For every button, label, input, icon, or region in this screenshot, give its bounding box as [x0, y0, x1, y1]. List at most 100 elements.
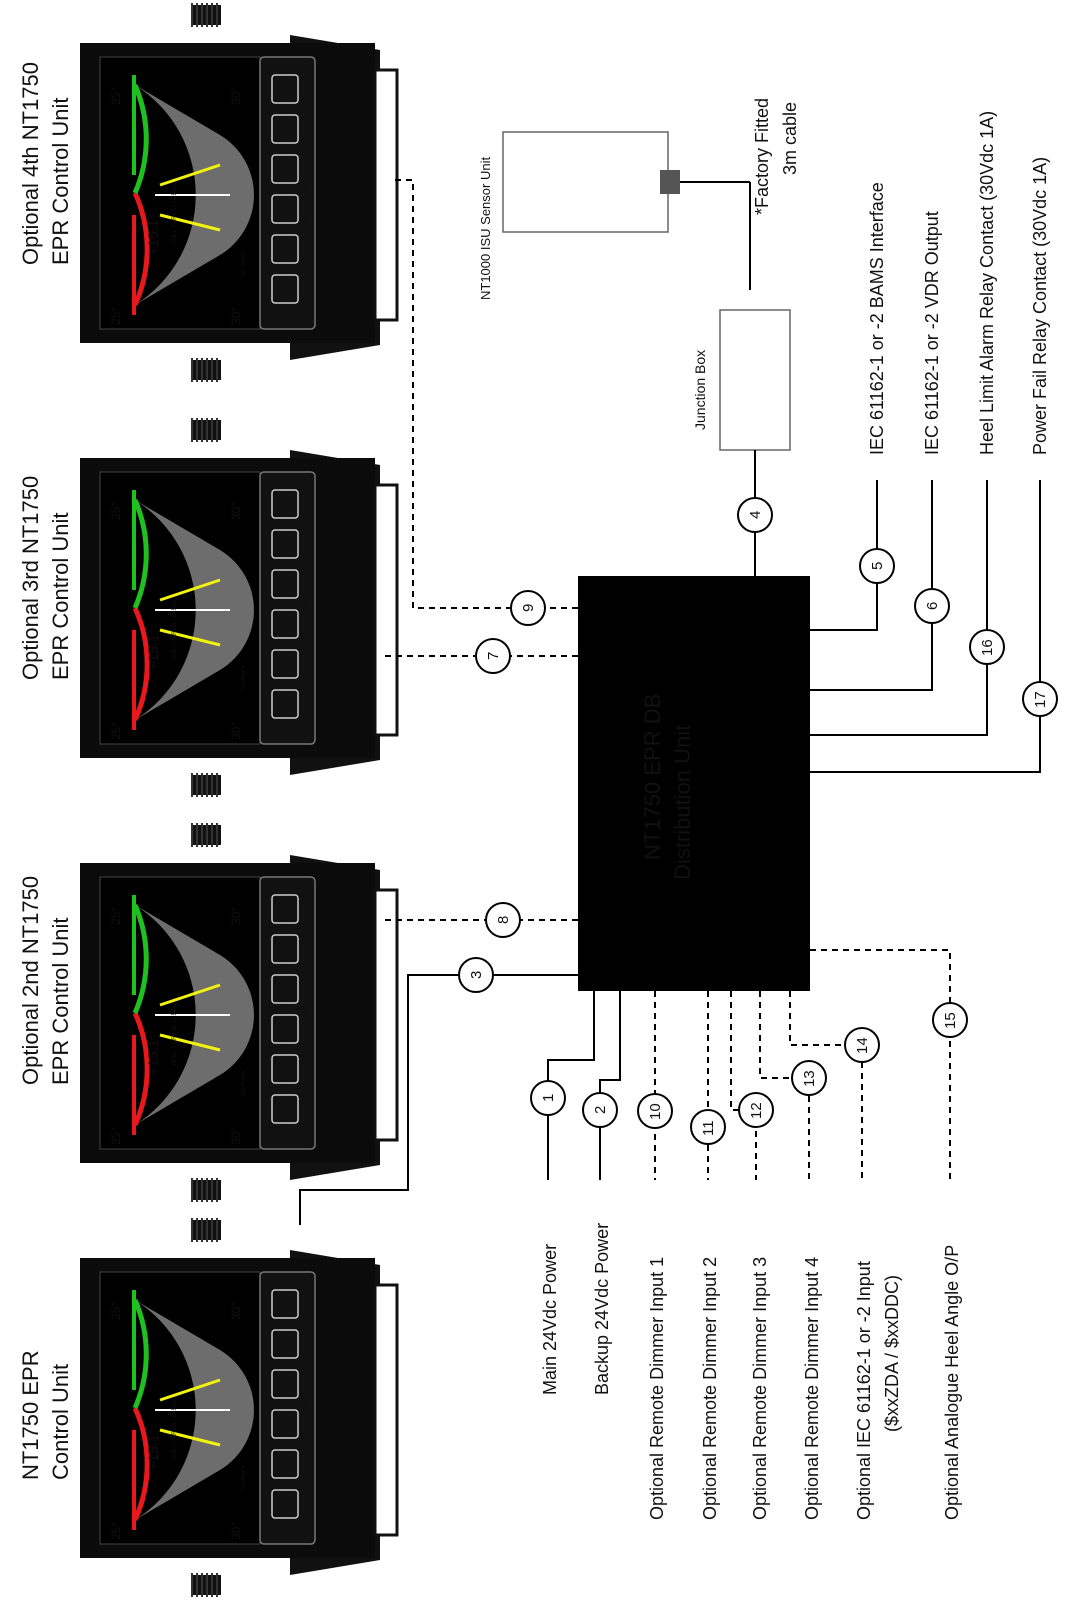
green-bar — [132, 490, 136, 590]
iec-input-line — [789, 991, 863, 1180]
bams-line — [810, 480, 878, 631]
analogue-out-label: Optional Analogue Heel Angle O/P — [942, 1245, 962, 1520]
brand-text: NT1750 EPR INCLINOMETER — [304, 972, 310, 1055]
yellow-needle — [159, 163, 221, 187]
amplitude-right-value: 25° — [109, 502, 123, 520]
display-screen: 25°25°30°30°+15.1°ROLL PERIOD 11.5secNo … — [99, 471, 261, 745]
roll-period-text: ROLL PERIOD 11.5sec — [172, 1398, 178, 1460]
connection-number-text: 1 — [540, 1094, 557, 1102]
yellow-needle — [159, 983, 221, 1007]
keypad-button[interactable] — [271, 974, 299, 1004]
keypad-button[interactable] — [271, 1014, 299, 1044]
keypad-button[interactable] — [271, 1369, 299, 1399]
keypad-button[interactable] — [271, 689, 299, 719]
connection-number-text: 17 — [1032, 691, 1049, 708]
knob-ridge — [191, 823, 193, 847]
knob-ridge — [196, 358, 198, 382]
knob-ridge — [196, 1178, 198, 1202]
connection-number-12: 12 — [738, 1092, 774, 1128]
keypad-button[interactable] — [271, 114, 299, 144]
knob-ridge — [211, 823, 213, 847]
connection-number-7: 7 — [475, 638, 511, 674]
knob-ridge — [206, 418, 208, 442]
vdr-label: IEC 61162-1 or -2 VDR Output — [922, 211, 942, 455]
connection-number-text: 7 — [485, 652, 502, 660]
number-circle — [485, 902, 521, 938]
keypad-button[interactable] — [271, 1409, 299, 1439]
keypad-button[interactable] — [271, 1054, 299, 1084]
knob-ridge — [191, 358, 193, 382]
knob-ridge — [206, 773, 208, 797]
green-bar — [132, 1290, 136, 1390]
connection-number-text: 11 — [700, 1120, 717, 1136]
yellow-needle — [159, 1033, 221, 1052]
number-circle — [690, 1109, 726, 1145]
control-unit-3: 25°25°30°30°+15.1°ROLL PERIOD 11.5secNo … — [80, 418, 399, 797]
knob-ridge — [196, 418, 198, 442]
keypad-button[interactable] — [271, 894, 299, 924]
keypad-button[interactable] — [271, 194, 299, 224]
keypad-button[interactable] — [271, 1094, 299, 1124]
knob-ridge — [196, 823, 198, 847]
number-circle — [582, 1092, 618, 1128]
sensor-connector — [660, 170, 680, 194]
keypad-button[interactable] — [271, 154, 299, 184]
keypad-button[interactable] — [271, 74, 299, 104]
number-circle — [458, 957, 494, 993]
bams-label: IEC 61162-1 or -2 BAMS Interface — [867, 182, 887, 455]
unit-handle — [373, 68, 399, 322]
keypad-button[interactable] — [271, 1329, 299, 1359]
keypad-button[interactable] — [271, 274, 299, 304]
red-bar — [132, 215, 136, 315]
connection-number-text: 2 — [592, 1106, 609, 1114]
keypad-button[interactable] — [271, 609, 299, 639]
keypad-button[interactable] — [271, 1489, 299, 1519]
yellow-needle — [159, 1428, 221, 1447]
green-bar — [132, 895, 136, 995]
keypad-panel — [259, 56, 316, 330]
heel-arc-gauge — [135, 500, 254, 720]
keypad-button[interactable] — [271, 569, 299, 599]
keypad-button[interactable] — [271, 529, 299, 559]
unit-title-line1: Optional 4th NT1750 — [18, 62, 43, 265]
red-arc — [132, 606, 150, 722]
knob-ridge — [201, 358, 203, 382]
red-bar — [132, 1430, 136, 1530]
heel-arc-gauge — [135, 85, 254, 305]
knob-ridge — [211, 1218, 213, 1242]
heel-alarm-line — [810, 480, 988, 736]
keypad-button[interactable] — [271, 649, 299, 679]
power-fail-line — [810, 480, 1041, 773]
number-circle — [738, 1092, 774, 1128]
knob-ridge — [191, 3, 193, 27]
sensor-label: NT1000 ISU Sensor Unit — [478, 157, 493, 300]
alert-status: No Alerts — [241, 666, 247, 690]
connection-number-text: 8 — [495, 916, 512, 924]
connection-number-text: 10 — [647, 1103, 664, 1120]
dimmer-4-label: Optional Remote Dimmer Input 4 — [802, 1257, 822, 1520]
knob-ridge — [216, 823, 218, 847]
connection-number-text: 12 — [748, 1102, 765, 1119]
keypad-button[interactable] — [271, 1289, 299, 1319]
keypad-button[interactable] — [271, 489, 299, 519]
heel-angle-value: +15.1° — [145, 1034, 161, 1075]
analogue-out-line — [810, 949, 951, 1180]
number-circle — [932, 1002, 968, 1038]
limit-left-value: 30° — [229, 1127, 243, 1145]
keypad-button[interactable] — [271, 934, 299, 964]
knob-ridge — [201, 3, 203, 27]
knob-ridge — [206, 1573, 208, 1597]
connection-number-2: 2 — [582, 1092, 618, 1128]
unit-title-line1: Optional 2nd NT1750 — [18, 876, 43, 1085]
dimmer-3-label: Optional Remote Dimmer Input 3 — [750, 1257, 770, 1520]
limit-left-value: 30° — [229, 1522, 243, 1540]
unit-handle — [373, 1283, 399, 1537]
yellow-needle — [159, 628, 221, 647]
keypad-button[interactable] — [271, 1449, 299, 1479]
display-screen: 25°25°30°30°+15.1°ROLL PERIOD 11.5secNo … — [99, 1271, 261, 1545]
connection-number-8: 8 — [485, 902, 521, 938]
keypad-button[interactable] — [271, 234, 299, 264]
knob-ridge — [196, 3, 198, 27]
